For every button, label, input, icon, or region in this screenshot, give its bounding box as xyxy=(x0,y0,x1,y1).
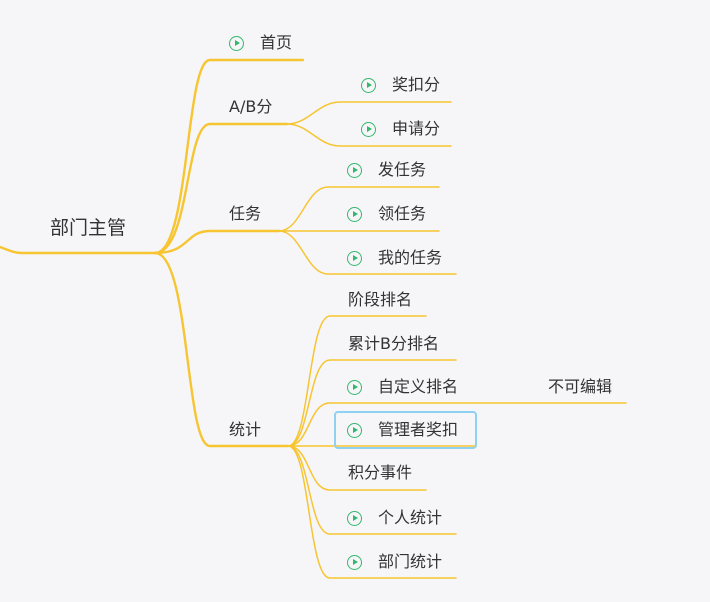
leaf-node-custom-ranking[interactable]: 自定义排名 xyxy=(347,376,458,398)
play-icon[interactable] xyxy=(347,250,362,266)
root-node-label: 部门主管 xyxy=(50,217,127,239)
leaf-label: 积分事件 xyxy=(348,463,413,482)
play-icon[interactable] xyxy=(347,379,362,395)
play-icon[interactable] xyxy=(347,422,362,438)
leaf-label: 申请分 xyxy=(392,119,441,138)
branch-connector xyxy=(153,122,289,255)
leaf-connector xyxy=(278,230,457,275)
leaf-label: 领任务 xyxy=(378,204,427,223)
leaf-node-dept-stats[interactable]: 部门统计 xyxy=(347,551,442,573)
branch-label: 首页 xyxy=(260,33,293,52)
leaf-label: 部门统计 xyxy=(378,552,443,571)
leaf-label: 我的任务 xyxy=(378,248,443,267)
leaf-node-my-tasks[interactable]: 我的任务 xyxy=(347,247,442,269)
play-icon[interactable] xyxy=(347,206,362,222)
leaf-node-score-events[interactable]: 积分事件 xyxy=(348,462,412,484)
root-node[interactable]: 部门主管 xyxy=(50,215,126,241)
branch-connector xyxy=(153,251,290,448)
selected-node-highlight xyxy=(334,411,477,449)
play-icon[interactable] xyxy=(347,554,362,570)
branch-label: A/B分 xyxy=(229,97,273,116)
leaf-node-claim-task[interactable]: 领任务 xyxy=(347,203,426,225)
leaf-label: 自定义排名 xyxy=(378,377,459,396)
leaf-node-publish-task[interactable]: 发任务 xyxy=(347,159,426,181)
branch-node-tasks[interactable]: 任务 xyxy=(229,203,261,225)
leaf-connector xyxy=(287,445,427,491)
branch-connector xyxy=(153,58,305,255)
branch-node-ab-score[interactable]: A/B分 xyxy=(229,96,272,118)
leaf-node-manager-reward-deduct[interactable]: 管理者奖扣 xyxy=(347,419,458,441)
root-connector xyxy=(0,245,157,255)
leaf-label: 发任务 xyxy=(378,160,427,179)
play-icon[interactable] xyxy=(347,510,362,526)
play-icon[interactable] xyxy=(347,162,362,178)
branch-label: 统计 xyxy=(229,420,262,439)
leaf-node-reward-deduct[interactable]: 奖扣分 xyxy=(361,74,440,96)
leaf-connector xyxy=(287,445,457,579)
leaf-node-apply-score[interactable]: 申请分 xyxy=(361,118,440,140)
leaf-label: 个人统计 xyxy=(378,508,443,527)
play-icon[interactable] xyxy=(229,35,244,51)
leaf-node-personal-stats[interactable]: 个人统计 xyxy=(347,507,442,529)
note-label: 不可编辑 xyxy=(548,377,613,396)
leaf-connector xyxy=(287,402,627,447)
leaf-connector xyxy=(286,123,452,147)
branch-connector xyxy=(153,229,281,255)
leaf-connector xyxy=(286,101,452,125)
leaf-label: 奖扣分 xyxy=(392,75,441,94)
leaf-connector xyxy=(287,445,457,535)
branch-node-statistics[interactable]: 统计 xyxy=(229,419,261,441)
branch-node-home[interactable]: 首页 xyxy=(229,32,292,54)
play-icon[interactable] xyxy=(361,121,376,137)
leaf-connector xyxy=(287,315,427,447)
note-node-not-editable[interactable]: 不可编辑 xyxy=(548,376,612,398)
leaf-node-cumulative-b-ranking[interactable]: 累计B分排名 xyxy=(348,333,439,355)
leaf-label: 累计B分排名 xyxy=(348,334,439,353)
leaf-connector xyxy=(287,359,457,447)
leaf-label: 管理者奖扣 xyxy=(378,420,459,439)
leaf-label: 阶段排名 xyxy=(348,290,413,309)
branch-label: 任务 xyxy=(229,204,262,223)
leaf-connector xyxy=(278,186,440,232)
leaf-node-stage-ranking[interactable]: 阶段排名 xyxy=(348,289,412,311)
play-icon[interactable] xyxy=(361,77,376,93)
